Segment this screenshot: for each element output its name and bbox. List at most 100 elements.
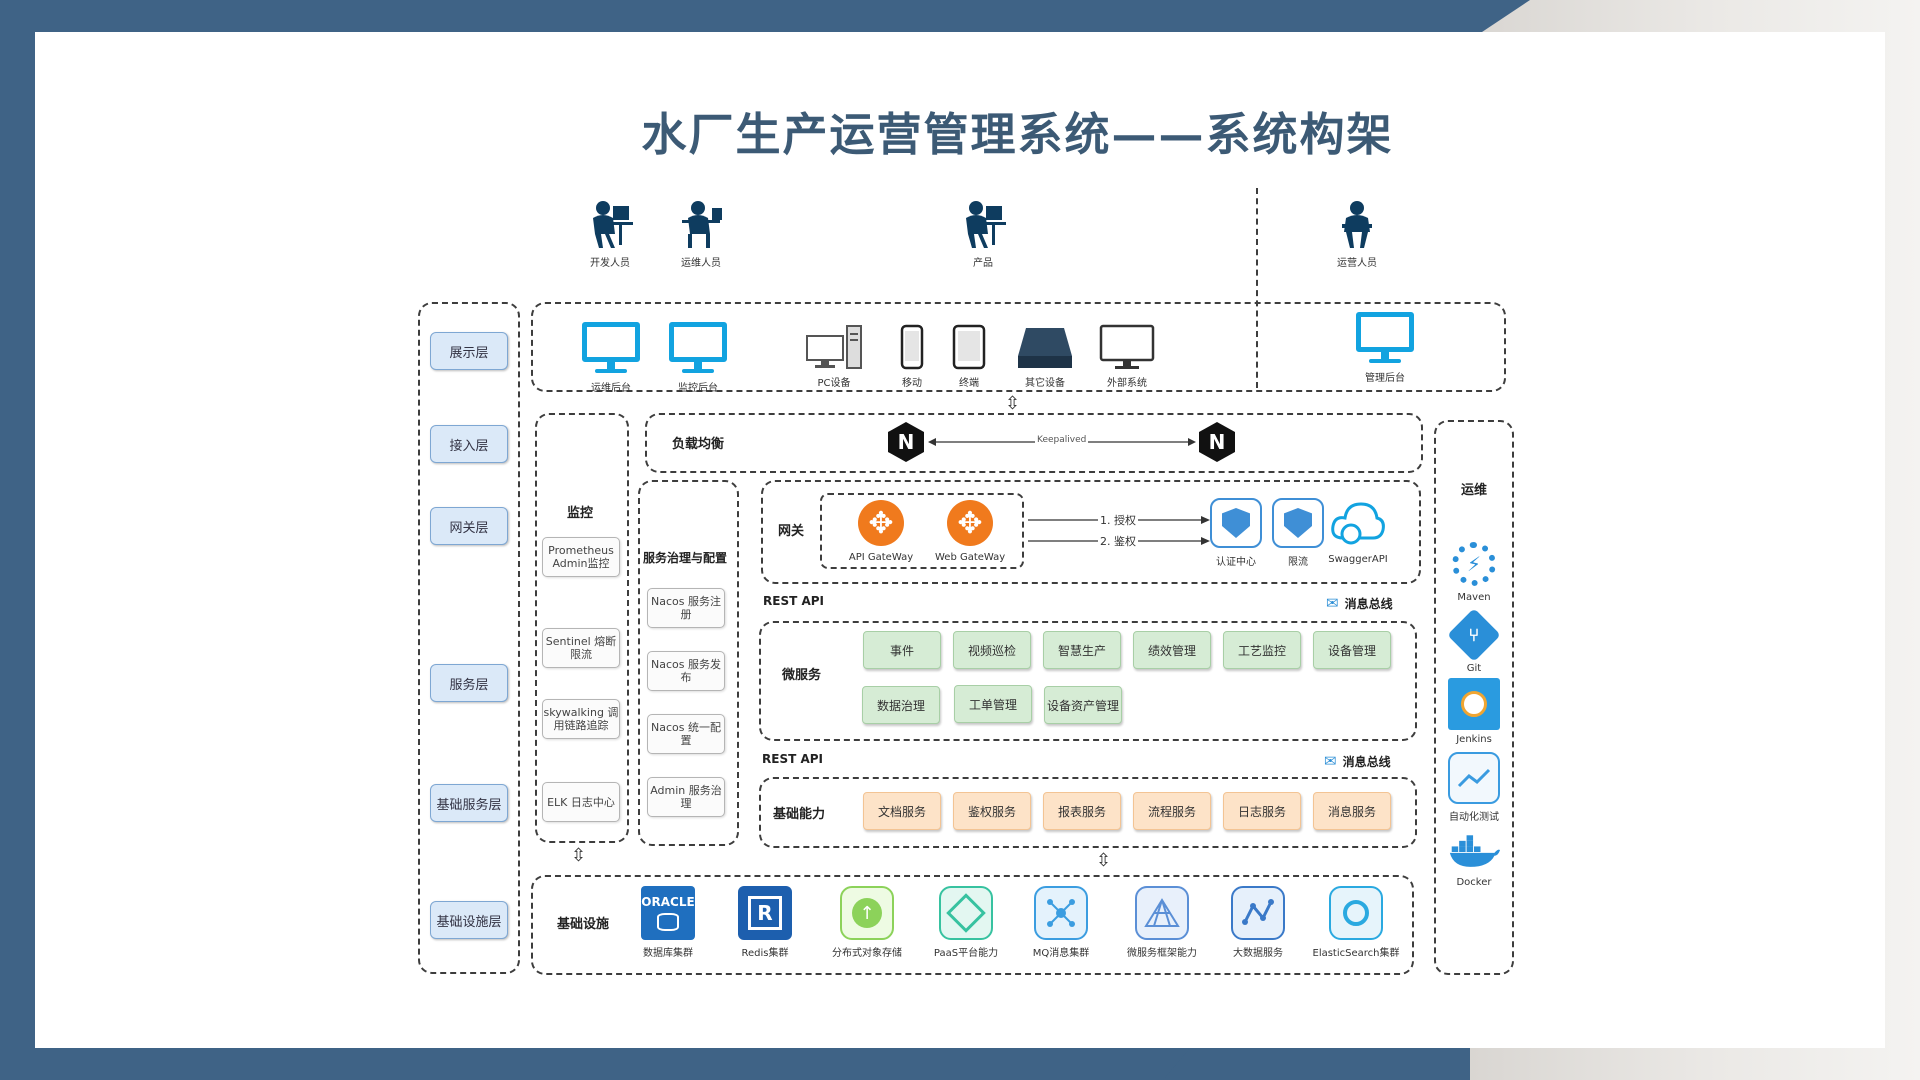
capability-document: 文档服务 <box>863 792 941 830</box>
terminal-device: 终端 <box>951 324 987 389</box>
updown-arrow-icon: ⇳ <box>1005 393 1021 414</box>
capability-panel <box>759 777 1417 848</box>
infra-object-storage: ↑ 分布式对象存储 <box>826 886 908 959</box>
rest-api-label: REST API <box>763 594 824 608</box>
display-icon <box>1099 324 1155 369</box>
verify-step-label: 2. 鉴权 <box>1098 533 1138 549</box>
service-performance: 绩效管理 <box>1133 631 1211 669</box>
web-gateway-node: ✥ Web GateWay <box>935 500 1005 563</box>
tool-label: Docker <box>1456 877 1492 888</box>
ops-autotest: 自动化测试 <box>1442 752 1506 823</box>
user-label: 运营人员 <box>1337 258 1377 269</box>
infra-redis: R Redis集群 <box>735 886 795 959</box>
cloud-upload-icon: ↑ <box>840 886 894 940</box>
service-work-order: 工单管理 <box>954 685 1032 723</box>
capability-auth: 鉴权服务 <box>953 792 1031 830</box>
keepalived-label: Keepalived <box>1035 435 1089 445</box>
layer-access: 接入层 <box>430 425 508 463</box>
infra-label: 大数据服务 <box>1233 948 1283 959</box>
updown-arrow-icon: ⇳ <box>1096 850 1112 871</box>
ops-jenkins: Jenkins <box>1442 678 1506 745</box>
git-branch-icon: ⑂ <box>1447 608 1501 662</box>
slide-title: 水厂生产运营管理系统——系统构架 <box>641 108 1394 161</box>
monitoring-panel <box>535 413 629 843</box>
layer-presentation: 展示层 <box>430 332 508 370</box>
auth-step-label: 1. 授权 <box>1098 512 1138 528</box>
jenkins-icon <box>1448 678 1500 730</box>
user-operations: 运营人员 <box>1332 198 1382 269</box>
monitor-skywalking: skywalking 调用链路追踪 <box>542 699 620 739</box>
rest-api-label: REST API <box>762 752 823 766</box>
device-label: 其它设备 <box>1025 378 1065 389</box>
service-asset: 设备资产管理 <box>1044 686 1122 724</box>
ops-label: 运维 <box>1461 483 1488 498</box>
auth-center-node: 认证中心 <box>1208 498 1264 568</box>
monitor-sentinel: Sentinel 熔断限流 <box>542 628 620 668</box>
gateway-label: 网关 <box>778 524 805 539</box>
layer-basic-service: 基础服务层 <box>430 784 508 822</box>
oracle-database-icon: ORACLE <box>641 886 695 940</box>
nacos-publish: Nacos 服务发布 <box>647 651 725 691</box>
ops-git: ⑂ Git <box>1442 608 1506 674</box>
infrastructure-label: 基础设施 <box>557 917 610 932</box>
message-bus-badge: ✉ 消息总线 <box>1326 594 1393 612</box>
infra-database: ORACLE 数据库集群 <box>638 886 698 959</box>
device-label: 移动 <box>902 378 922 389</box>
infra-label: Redis集群 <box>741 948 789 959</box>
nacos-config: Nacos 统一配置 <box>647 714 725 754</box>
ops-docker: Docker <box>1442 831 1506 888</box>
nacos-registry: Nacos 服务注册 <box>647 588 725 628</box>
capability-message: 消息服务 <box>1313 792 1391 830</box>
tool-label: Git <box>1466 663 1482 674</box>
node-label: API GateWay <box>848 552 914 563</box>
other-device: 其它设备 <box>1014 326 1076 389</box>
device-label: 终端 <box>959 378 979 389</box>
rate-limit-node: 限流 <box>1270 498 1326 568</box>
microservice-label: 微服务 <box>782 668 822 683</box>
envelope-icon: ✉ <box>1326 594 1339 612</box>
layer-column <box>418 302 520 974</box>
monitor-console-device: 监控后台 <box>665 322 731 394</box>
node-label: Web GateWay <box>935 552 1006 563</box>
tablet-icon <box>952 324 986 370</box>
monitoring-label: 监控 <box>567 506 594 521</box>
infra-paas: PaaS平台能力 <box>926 886 1006 959</box>
capability-workflow: 流程服务 <box>1133 792 1211 830</box>
docker-whale-icon <box>1448 831 1500 873</box>
access-panel <box>645 413 1423 473</box>
layer-gateway: 网关层 <box>430 507 508 545</box>
microservice-panel <box>759 621 1417 741</box>
monitor-icon <box>582 322 640 362</box>
service-event: 事件 <box>863 631 941 669</box>
user-label: 开发人员 <box>590 258 630 269</box>
access-label: 负载均衡 <box>672 437 725 452</box>
frame-corner-bottom <box>1100 1048 1190 1080</box>
tool-label: Jenkins <box>1456 734 1492 745</box>
node-label: 限流 <box>1288 557 1308 568</box>
api-gateway-node: ✥ API GateWay <box>846 500 916 563</box>
network-nodes-icon <box>1034 886 1088 940</box>
pc-device: PC设备 <box>803 324 865 389</box>
monitor-prometheus: Prometheus Admin监控 <box>542 537 620 577</box>
admin-console-device: 管理后台 <box>1352 312 1418 384</box>
monitor-icon <box>669 322 727 362</box>
infra-label: 分布式对象存储 <box>832 948 902 959</box>
infra-label: 微服务框架能力 <box>1127 948 1197 959</box>
admin-governance: Admin 服务治理 <box>647 777 725 817</box>
governance-panel <box>638 480 739 846</box>
device-label: 外部系统 <box>1107 378 1147 389</box>
person-at-desk-icon <box>593 201 633 248</box>
infra-label: 数据库集群 <box>643 948 693 959</box>
device-label: 运维后台 <box>591 383 631 394</box>
chip-icon: R <box>738 886 792 940</box>
smartphone-icon <box>900 324 924 370</box>
infrastructure-panel <box>531 875 1414 975</box>
capability-label: 基础能力 <box>773 807 826 822</box>
tool-label: Maven <box>1457 592 1491 603</box>
layer-service: 服务层 <box>430 664 508 702</box>
node-label: SwaggerAPI <box>1328 554 1388 565</box>
person-at-desk-icon <box>966 201 1006 248</box>
mobile-device: 移动 <box>897 324 927 389</box>
dashed-separator <box>1256 188 1258 388</box>
monitor-elk: ELK 日志中心 <box>542 782 620 822</box>
